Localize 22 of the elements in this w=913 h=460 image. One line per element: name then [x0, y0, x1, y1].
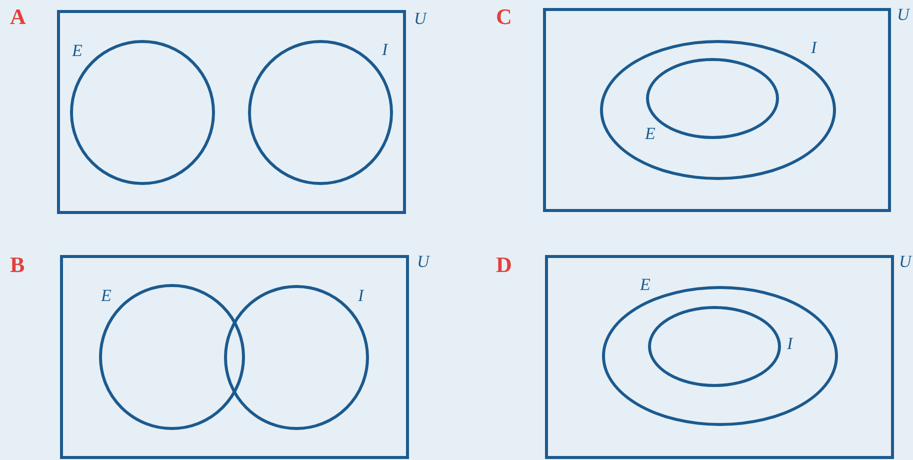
set-label: E	[72, 42, 82, 59]
set-label: E	[645, 125, 656, 142]
set-ellipse	[646, 58, 779, 139]
set-label: I	[787, 335, 793, 352]
set-ellipse	[99, 284, 245, 430]
set-label: E	[640, 276, 650, 293]
set-label: I	[358, 287, 364, 304]
set-label: I	[811, 39, 817, 56]
set-label: U	[417, 253, 430, 270]
set-label: E	[101, 287, 112, 304]
panel-letter: A	[10, 6, 26, 28]
set-ellipse	[600, 40, 836, 180]
panel-letter: D	[496, 254, 512, 276]
set-ellipse	[70, 40, 215, 185]
set-label: U	[414, 10, 426, 27]
set-label: U	[899, 253, 912, 270]
set-ellipse	[248, 40, 393, 185]
panel-letter: B	[10, 254, 25, 276]
panel-letter: C	[496, 6, 512, 28]
set-label: U	[897, 6, 910, 23]
set-label: I	[382, 41, 388, 58]
set-ellipse	[224, 285, 369, 430]
